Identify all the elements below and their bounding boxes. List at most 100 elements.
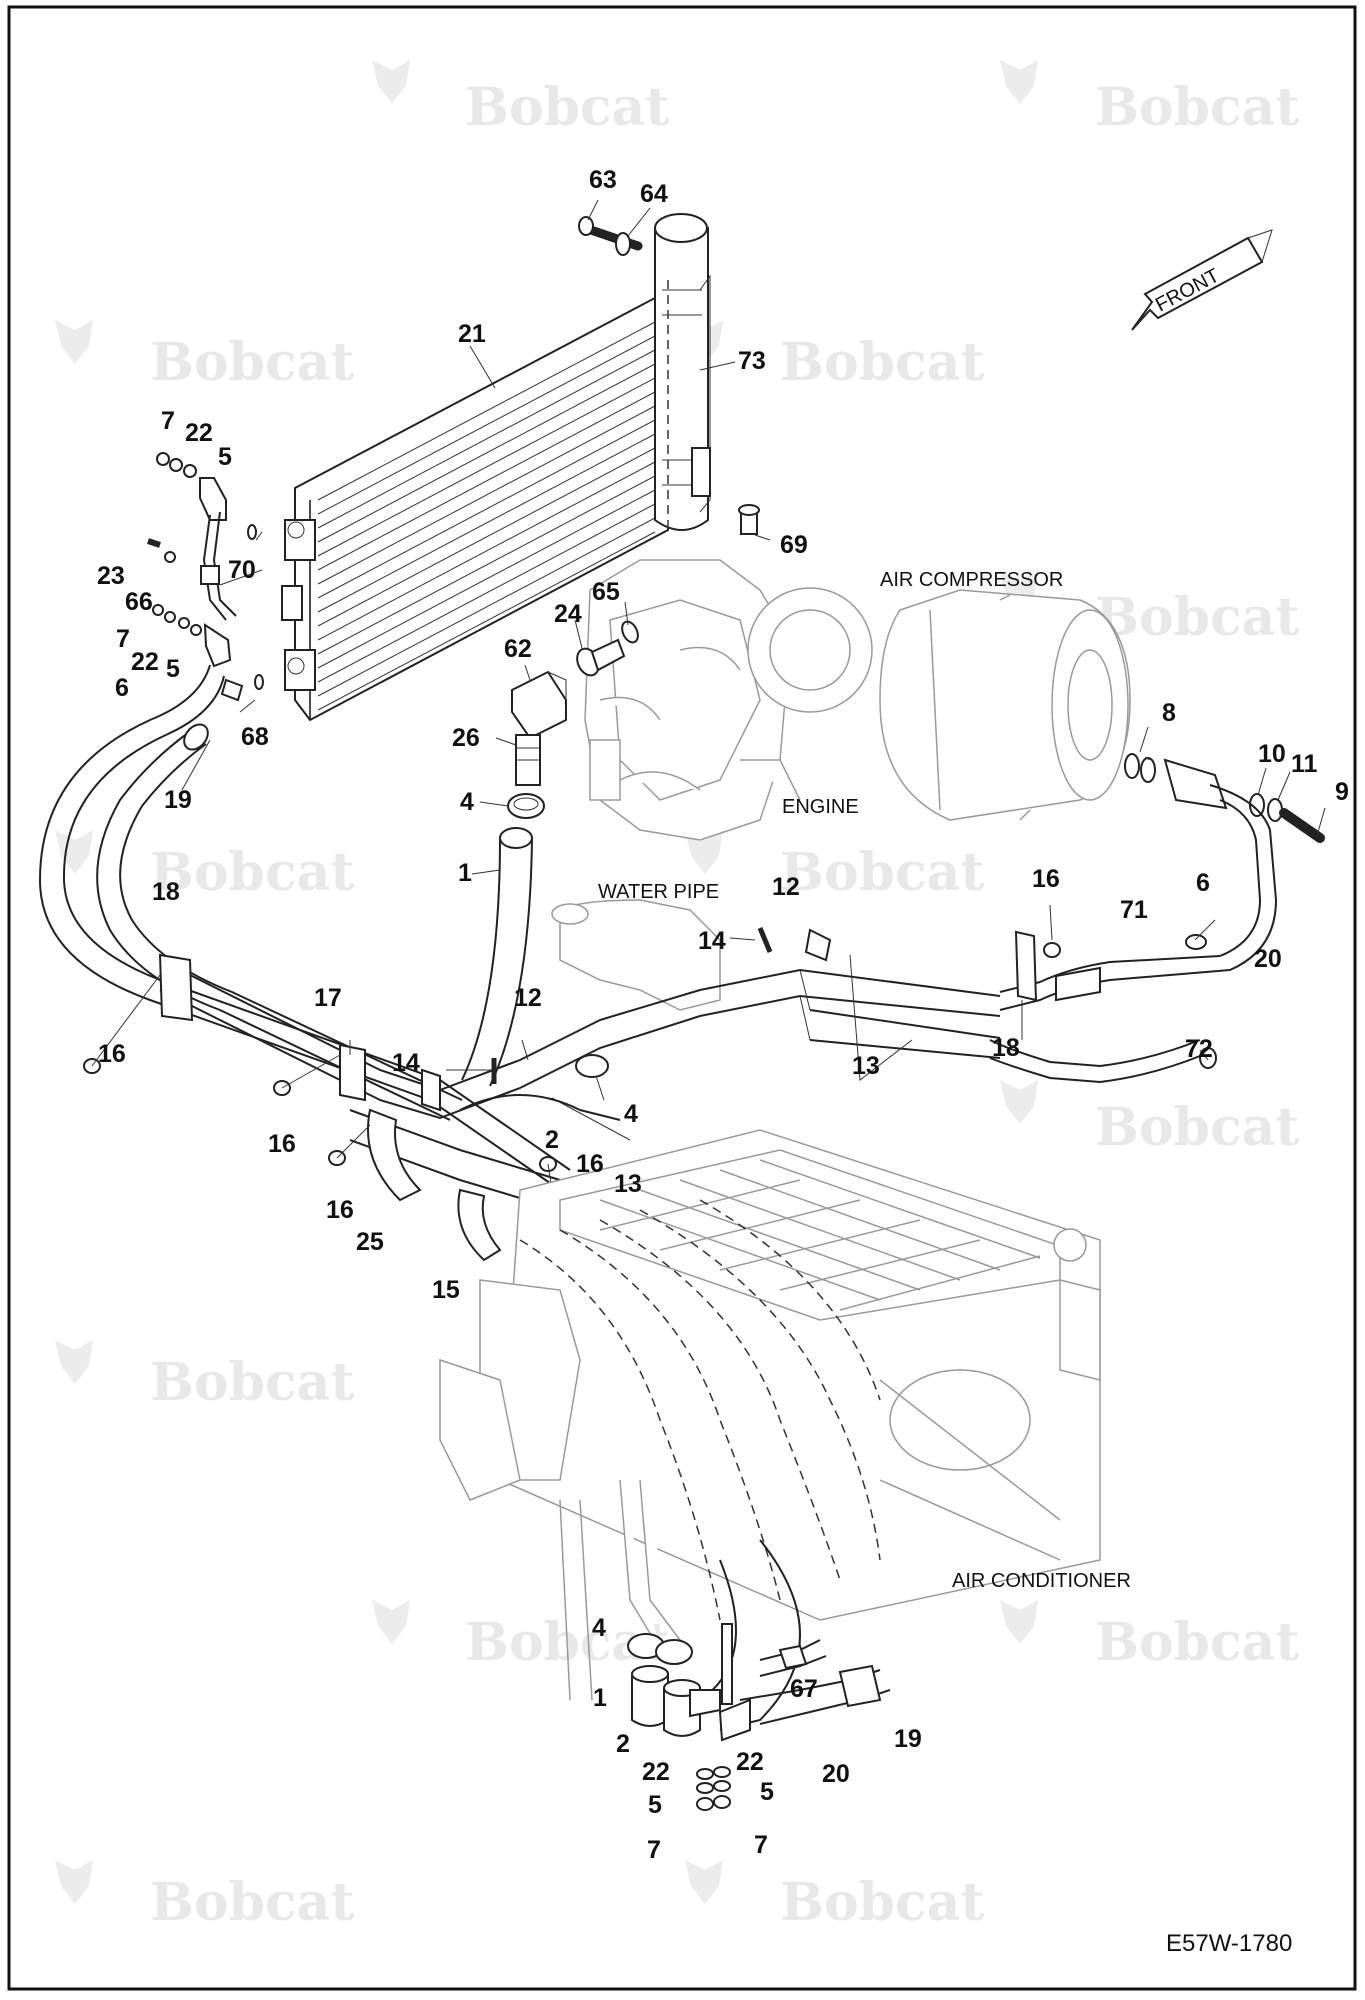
bracket-67 — [721, 1623, 733, 1705]
watermark-text: Bobcat — [150, 332, 354, 393]
watermark-logo: Bobcat — [55, 320, 354, 393]
callout-22: 22 — [642, 1758, 670, 1786]
callout-73: 73 — [738, 347, 766, 375]
watermark-text: Bobcat — [465, 77, 669, 138]
watermark-logo: Bobcat — [1000, 570, 1299, 648]
watermark-text: Bobcat — [150, 842, 354, 903]
hose-clamp-4-middle — [575, 1054, 609, 1078]
watermark-logo: Bobcat — [55, 1860, 354, 1933]
callout-14: 14 — [392, 1049, 420, 1077]
leader-lines — [181, 199, 1326, 1101]
watermark-logo: Bobcat — [55, 1340, 354, 1413]
cable-tie-13-upper — [849, 954, 913, 1081]
callout-67: 67 — [790, 1675, 818, 1703]
callout-72: 72 — [1185, 1035, 1213, 1063]
cable-tie-13-lower — [551, 1097, 631, 1141]
callout-5: 5 — [166, 655, 180, 683]
callout-12: 12 — [514, 984, 542, 1012]
condenser-fins — [317, 321, 656, 711]
watermark-text: Bobcat — [1095, 1097, 1299, 1158]
callout-numbers: 63 64 21 73 7 22 5 69 23 70 66 7 22 5 6 … — [97, 166, 1349, 1864]
o-ring-65 — [621, 620, 639, 644]
callout-4: 4 — [592, 1614, 606, 1642]
callout-62: 62 — [504, 635, 532, 663]
callout-13: 13 — [852, 1052, 880, 1080]
callout-25: 25 — [356, 1228, 384, 1256]
air-compressor: AIR COMPRESSOR — [879, 569, 1131, 821]
callout-11: 11 — [1291, 750, 1318, 778]
callout-20: 20 — [1254, 945, 1282, 973]
watermark-text: Bobcat — [150, 1872, 354, 1933]
clamp-18-left — [158, 953, 194, 1022]
main-tube-bundle — [159, 959, 1001, 1241]
callout-70: 70 — [228, 556, 256, 584]
callout-65: 65 — [592, 578, 620, 606]
callout-66: 66 — [125, 588, 153, 616]
callout-63: 63 — [589, 166, 617, 194]
adapter-26 — [515, 734, 541, 786]
watermark-text: Bobcat — [780, 332, 984, 393]
callout-16: 16 — [98, 1040, 126, 1068]
water-pipe-label: WATER PIPE — [598, 881, 719, 903]
callout-20: 20 — [822, 1760, 850, 1788]
watermark-text: Bobcat — [780, 1872, 984, 1933]
callout-69: 69 — [780, 531, 808, 559]
callout-7: 7 — [116, 625, 130, 653]
condenser — [281, 296, 669, 722]
callout-22: 22 — [185, 419, 213, 447]
callout-9: 9 — [1335, 778, 1349, 806]
callout-24: 24 — [554, 600, 582, 628]
callout-21: 21 — [458, 320, 486, 348]
callout-4: 4 — [624, 1100, 638, 1128]
callout-26: 26 — [452, 724, 480, 752]
watermark-logo: Bobcat — [1000, 1600, 1299, 1673]
watermark-logo: Bobcat — [1000, 1080, 1299, 1158]
callout-14: 14 — [698, 927, 726, 955]
drawing-frame — [7, 5, 1357, 1991]
water-pipe: WATER PIPE — [551, 881, 721, 1011]
callout-15: 15 — [432, 1276, 460, 1304]
refrigerant-hoses-left — [38, 664, 571, 1191]
air-conditioner-unit: AIR CONDITIONER — [439, 1129, 1131, 1701]
clamp-18-right — [1014, 930, 1038, 1002]
hose-clamp-4-upper — [507, 793, 545, 819]
watermark-text: Bobcat — [150, 1352, 354, 1413]
callout-17: 17 — [314, 984, 342, 1012]
callout-71: 71 — [1120, 896, 1148, 924]
engine-label: ENGINE — [782, 796, 859, 818]
lower-fittings — [627, 1539, 891, 1811]
callout-23: 23 — [97, 562, 125, 590]
air-conditioner-label: AIR CONDITIONER — [952, 1570, 1131, 1592]
washer-64 — [615, 232, 631, 256]
watermark-logo: Bobcat — [372, 1600, 669, 1673]
callout-12: 12 — [772, 873, 800, 901]
clamp-12-lower — [421, 1068, 441, 1112]
callout-18: 18 — [152, 878, 180, 906]
hose-clamp-4-lower — [655, 1639, 693, 1665]
clamp-17 — [339, 1043, 366, 1102]
callout-18: 18 — [992, 1034, 1020, 1062]
callout-64: 64 — [640, 180, 668, 208]
callout-22: 22 — [736, 1748, 764, 1776]
upper-fittings — [147, 452, 264, 702]
callout-22: 22 — [131, 648, 159, 676]
drawing-code: E57W-1780 — [1166, 1930, 1292, 1957]
plug-69 — [738, 504, 760, 535]
callout-1: 1 — [593, 1684, 607, 1712]
watermark-layer: Bobcat Bobcat Bobcat Bobcat Bobcat Bobca… — [55, 60, 1299, 1933]
callout-19: 19 — [894, 1725, 922, 1753]
callout-10: 10 — [1258, 740, 1286, 768]
watermark-text: Bobcat — [780, 842, 984, 903]
watermark-logo: Bobcat — [55, 830, 354, 903]
clamp-15 — [457, 1188, 502, 1262]
callout-5: 5 — [760, 1778, 774, 1806]
unit-grid — [599, 1159, 1041, 1311]
watermark-text: Bobcat — [1095, 77, 1299, 138]
callout-2: 2 — [616, 1730, 630, 1758]
refrigerant-hoses-right — [989, 934, 1231, 1084]
watermark-text: Bobcat — [1095, 1612, 1299, 1673]
watermark-logo: Bobcat — [372, 60, 669, 138]
callout-4: 4 — [460, 788, 474, 816]
heater-hose-1-upper — [461, 827, 533, 1087]
